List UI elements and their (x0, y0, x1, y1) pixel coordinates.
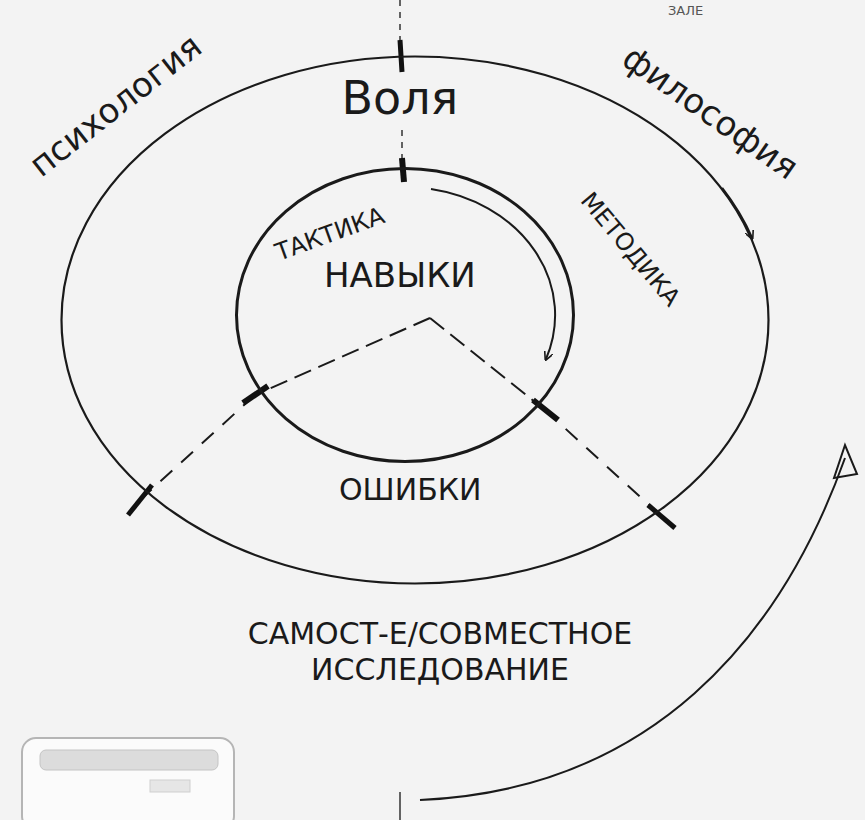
tick-mark (128, 485, 152, 515)
ring-outline (237, 169, 574, 462)
circle-heading: НАВЫКИ (324, 256, 476, 295)
circle-label: ОШИБКИ (339, 473, 481, 508)
axis-line (399, 792, 401, 820)
ring-heading: Воля (342, 72, 459, 125)
sector-line (545, 410, 660, 515)
fragment-text: ЗАЛЕ (668, 3, 728, 19)
inner-circle: ТАКТИКАМЕТОДИКАНАВЫКИОШИБКИ (235, 167, 575, 463)
tick-mark (533, 400, 558, 420)
ring-heading: психология (21, 26, 208, 184)
circle-label: МЕТОДИКА (574, 187, 685, 312)
sector-line (430, 318, 545, 410)
note-text: САМОСТ-Е/СОВМЕСТНОЕ ИССЛЕДОВАНИЕ (200, 616, 680, 688)
return-arrowhead (834, 445, 857, 478)
outer-ring: психологияВоляфилософияТАКТИКАМЕТОДИКАНА… (60, 55, 770, 585)
sector-line (255, 318, 430, 395)
ring-heading: философия (615, 37, 805, 187)
eraser-tag (150, 780, 190, 792)
eraser-slot (40, 750, 218, 770)
sector-line (140, 395, 255, 500)
eraser (22, 738, 234, 820)
ring-outline (235, 167, 575, 463)
ring-outline (62, 57, 769, 584)
